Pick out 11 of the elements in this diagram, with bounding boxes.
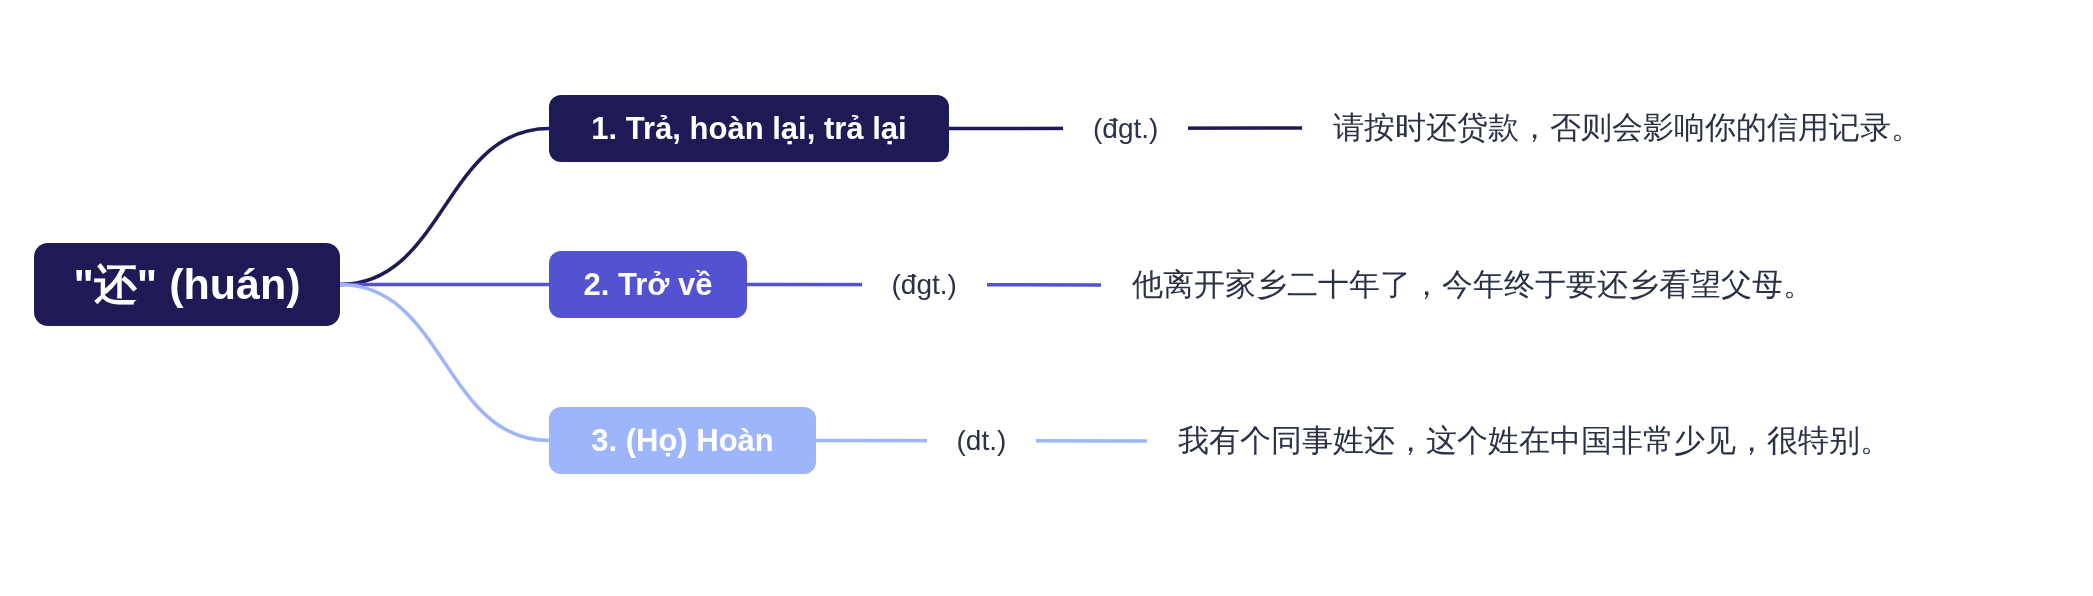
connector-line (339, 282, 550, 443)
branch-box: 2. Trở về (549, 251, 747, 318)
root-topic-box: "还" (huán) (34, 243, 340, 326)
example-sentence: 请按时还贷款，否则会影响你的信用记录。 (1333, 108, 1922, 148)
branch-box: 3. (Họ) Hoàn (549, 407, 816, 474)
example-sentence: 我有个同事姓还，这个姓在中国非常少见，很特别。 (1178, 421, 1891, 461)
edge-label: (dt.) (956, 424, 1007, 459)
edge-label: (đgt.) (1093, 111, 1159, 146)
branch-box: 1. Trả, hoàn lại, trả lại (549, 95, 949, 162)
example-sentence: 他离开家乡二十年了，今年终于要还乡看望父母。 (1132, 265, 1814, 305)
edge-label: (đgt.) (891, 268, 957, 303)
